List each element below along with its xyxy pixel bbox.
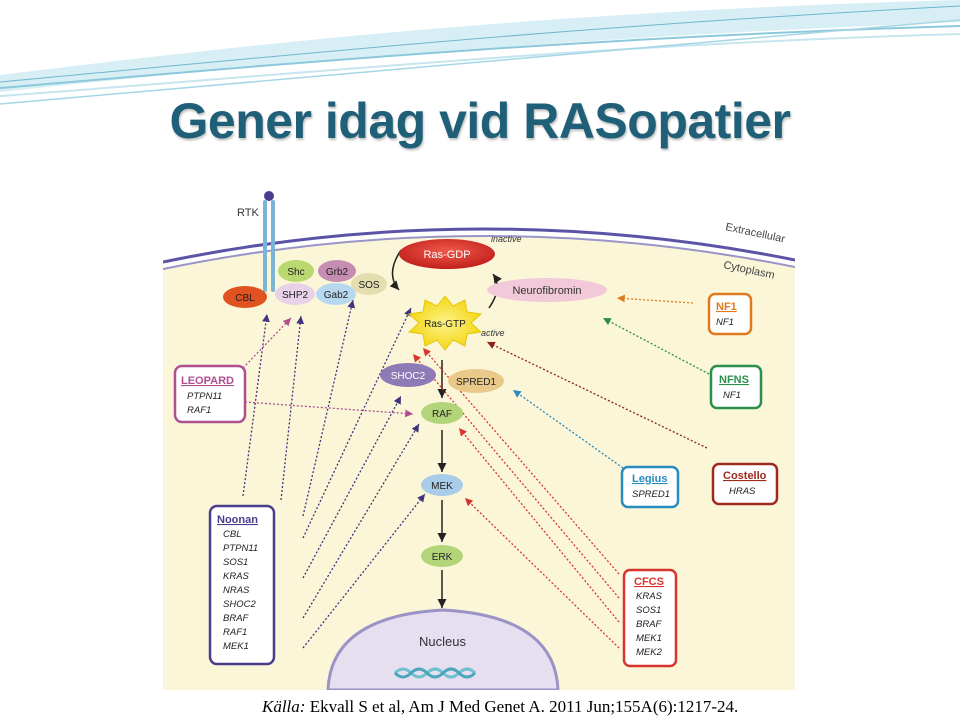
slide-title: Gener idag vid RASopatier <box>0 92 960 150</box>
source-caption: Källa: Ekvall S et al, Am J Med Genet A.… <box>262 697 738 717</box>
noonan-gene-8: RAF1 <box>223 627 247 638</box>
gab2-node: Gab2 <box>316 283 356 305</box>
shoc2-node: SHOC2 <box>380 363 436 387</box>
noonan-gene-2: PTPN11 <box>223 543 258 554</box>
caption-label: Källa: <box>262 697 305 716</box>
cfcs-box: CFCS KRAS SOS1 BRAF MEK1 MEK2 <box>624 570 676 666</box>
svg-text:CBL: CBL <box>235 293 255 304</box>
noonan-gene-6: SHOC2 <box>223 599 256 610</box>
nucleus-label: Nucleus <box>419 634 466 649</box>
mek-node: MEK <box>421 474 463 496</box>
costello-title: Costello <box>723 470 767 482</box>
svg-text:RAF: RAF <box>432 409 452 420</box>
noonan-gene-4: KRAS <box>223 571 250 582</box>
svg-text:Ras-GTP: Ras-GTP <box>424 319 466 330</box>
svg-text:Grb2: Grb2 <box>326 267 349 278</box>
leopard-gene-2: RAF1 <box>187 405 211 416</box>
cfcs-title: CFCS <box>634 576 664 588</box>
cbl-node: CBL <box>223 286 267 308</box>
caption-citation: Ekvall S et al, Am J Med Genet A. 2011 J… <box>305 697 738 716</box>
svg-text:Gab2: Gab2 <box>324 290 349 301</box>
costello-box: Costello HRAS <box>713 464 777 504</box>
raf-node: RAF <box>421 402 463 424</box>
svg-text:SOS: SOS <box>358 280 379 291</box>
cfcs-gene-5: MEK2 <box>636 647 663 658</box>
svg-text:SHP2: SHP2 <box>282 290 309 301</box>
nfns-title: NFNS <box>719 374 749 386</box>
svg-text:SPRED1: SPRED1 <box>456 377 496 388</box>
cfcs-gene-2: SOS1 <box>636 605 661 616</box>
neurofibromin-node: Neurofibromin <box>487 278 607 302</box>
leopard-title: LEOPARD <box>181 375 234 387</box>
noonan-gene-1: CBL <box>223 529 241 540</box>
noonan-gene-5: NRAS <box>223 585 250 596</box>
costello-gene-1: HRAS <box>729 486 756 497</box>
svg-text:MEK: MEK <box>431 481 453 492</box>
nfns-gene-1: NF1 <box>723 390 741 401</box>
noonan-title: Noonan <box>217 514 258 526</box>
svg-text:SHOC2: SHOC2 <box>391 371 426 382</box>
cfcs-gene-3: BRAF <box>636 619 663 630</box>
spred1-node: SPRED1 <box>448 369 504 393</box>
shp2-node: SHP2 <box>275 283 315 305</box>
nf1-title: NF1 <box>716 301 737 313</box>
inactive-label: inactive <box>491 234 522 244</box>
noonan-gene-7: BRAF <box>223 613 250 624</box>
svg-text:Ras-GDP: Ras-GDP <box>423 249 470 261</box>
nfns-box: NFNS NF1 <box>711 366 761 408</box>
cfcs-gene-1: KRAS <box>636 591 663 602</box>
rtk-label: RTK <box>237 207 259 219</box>
noonan-gene-9: MEK1 <box>223 641 249 652</box>
noonan-box: Noonan CBL PTPN11 SOS1 KRAS NRAS SHOC2 B… <box>210 506 274 664</box>
svg-text:ERK: ERK <box>432 552 453 563</box>
svg-text:Neurofibromin: Neurofibromin <box>512 285 581 297</box>
legius-gene-1: SPRED1 <box>632 489 670 500</box>
leopard-gene-1: PTPN11 <box>187 391 222 402</box>
ras-gdp-node: Ras-GDP <box>399 239 495 269</box>
erk-node: ERK <box>421 545 463 567</box>
noonan-gene-3: SOS1 <box>223 557 248 568</box>
cfcs-gene-4: MEK1 <box>636 633 662 644</box>
grb2-node: Grb2 <box>318 260 356 282</box>
rasopathy-pathway-diagram: Extracellular Cytoplasm RTK Nucleus <box>163 178 795 690</box>
legius-title: Legius <box>632 473 667 485</box>
leopard-box: LEOPARD PTPN11 RAF1 <box>175 366 245 422</box>
shc-node: Shc <box>278 260 314 282</box>
nf1-box: NF1 NF1 <box>709 294 751 334</box>
sos-node: SOS <box>351 273 387 295</box>
nf1-gene-1: NF1 <box>716 317 734 328</box>
active-label: active <box>481 328 505 338</box>
legius-box: Legius SPRED1 <box>622 467 678 507</box>
svg-text:Shc: Shc <box>287 267 304 278</box>
